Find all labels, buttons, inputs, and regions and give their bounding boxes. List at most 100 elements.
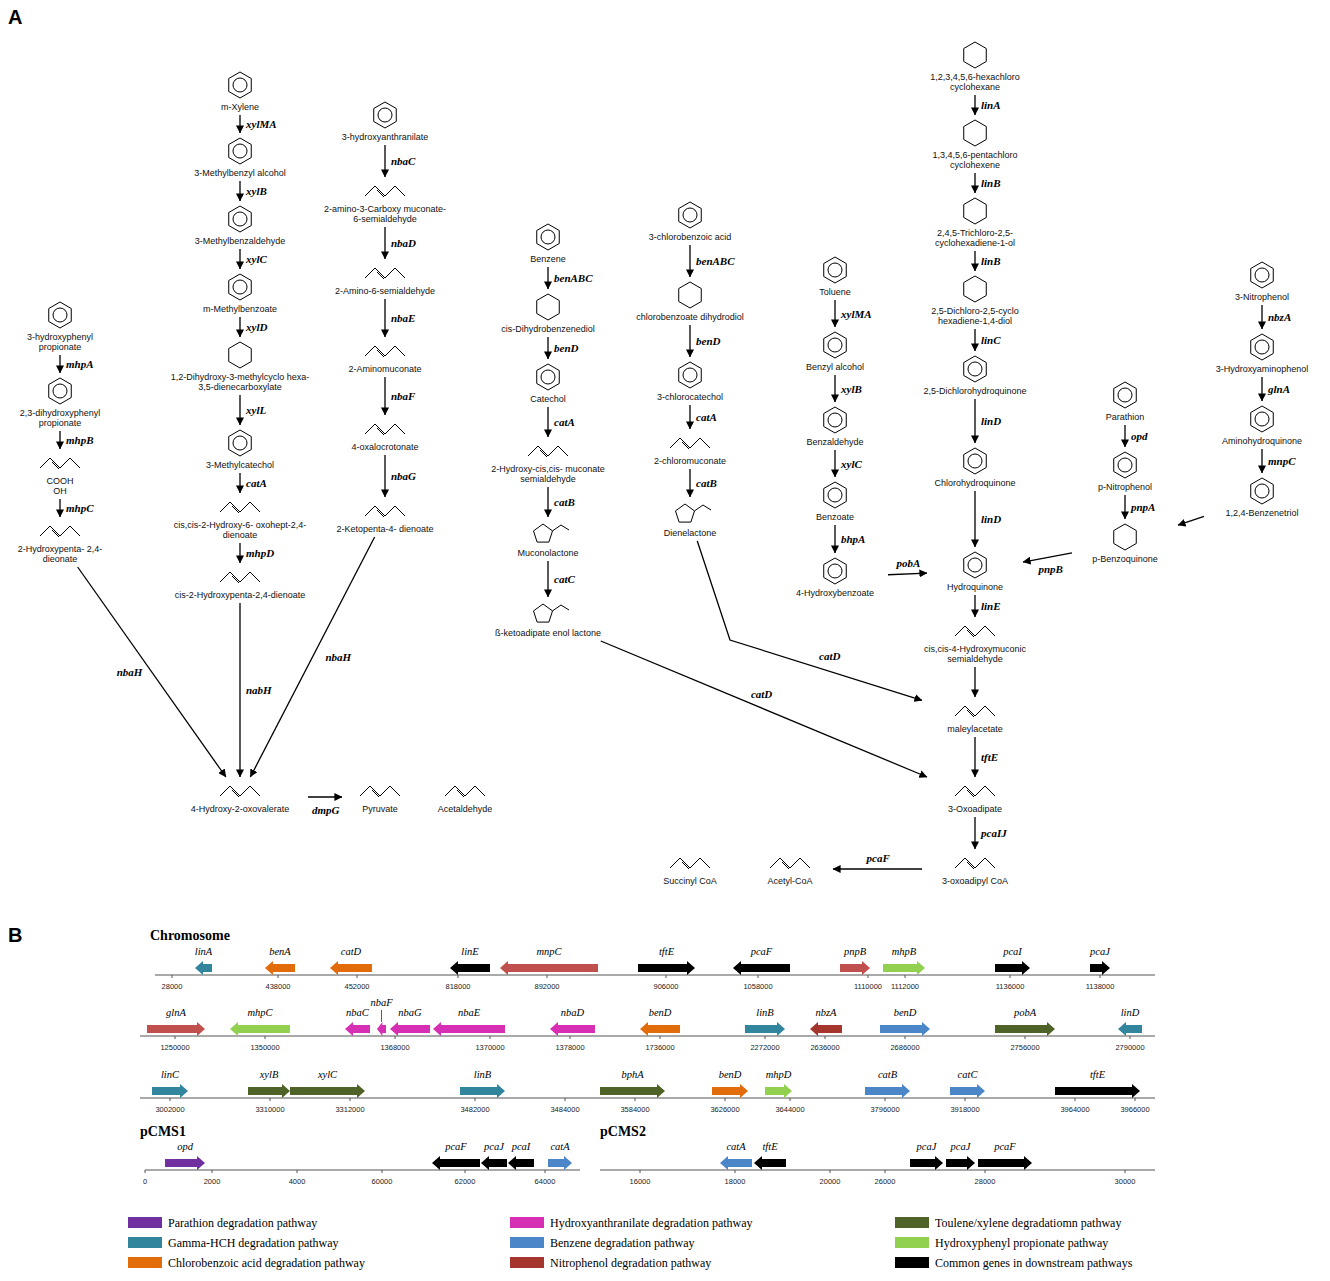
tick-mark (270, 1098, 271, 1101)
gene-label: xylB (259, 1069, 280, 1081)
gene-label: nbaH (116, 666, 144, 678)
gene-label: nbaF (369, 997, 393, 1009)
gene-label: benD (553, 342, 579, 354)
compound-node: 2,5-Dichloro-2,5-cyclo hexadiene-1,4-dio… (910, 274, 1040, 326)
gene-arrow (265, 961, 295, 975)
compound-node: Benzaldehyde (785, 405, 885, 447)
gene-label: opd (1130, 430, 1149, 442)
tick-mark (905, 1036, 906, 1039)
compound-name: 2-Ketopenta-4- dienoate (320, 524, 450, 534)
compound-node: COOHOH (10, 452, 110, 496)
gene-label: mhpA (65, 358, 95, 370)
compound-name: 2-Aminomuconate (320, 364, 450, 374)
position-tick: 892000 (534, 982, 559, 991)
sequence-axis (155, 974, 1155, 975)
compound-node: 2,4,5-Trichloro-2,5- cyclohexadiene-1-ol (910, 196, 1040, 248)
compound-node: 2-amino-3-Carboxy muconate-6-semialdehyd… (320, 180, 450, 224)
gene-label: bhpA (840, 533, 866, 545)
gene-label: xylL (245, 404, 267, 416)
gene-label: pcaI (1002, 946, 1023, 958)
track-name: pCMS2 (600, 1124, 646, 1140)
compound-node: cis,cis-4-Hydroxymuconic semialdehyde (915, 620, 1035, 664)
gene-label: mnpC (535, 946, 562, 958)
structure-icon (217, 428, 263, 458)
gene-arrow (638, 961, 695, 975)
structure-icon (362, 418, 408, 440)
structure-icon (217, 496, 263, 518)
sequence-axis (145, 1169, 580, 1170)
gene-label: linB (980, 177, 1002, 189)
gene-arrow (880, 1022, 930, 1036)
reaction-arrow (697, 541, 922, 700)
compound-node: Parathion (1075, 380, 1175, 422)
compound-name: 1,3,4,5,6-pentachloro cyclohexene (910, 150, 1040, 170)
gene-label: nbaE (457, 1007, 481, 1019)
structure-icon (217, 136, 263, 166)
gene-label: benABC (695, 255, 736, 267)
gene-arrow (910, 1156, 943, 1170)
gene-arrow (460, 1084, 505, 1098)
compound-name: cis-Dihydrobenzenediol (488, 324, 608, 334)
tick-mark (265, 1036, 266, 1039)
compound-name: 3-Hydroxyaminophenol (1207, 364, 1317, 374)
tick-mark (868, 975, 869, 978)
position-tick: 3644000 (775, 1105, 804, 1114)
legend-text: Chlorobenzoic acid degradation pathway (168, 1256, 365, 1270)
position-tick: 1136000 (996, 982, 1025, 991)
position-tick: 818000 (445, 982, 470, 991)
gene-label: pcaIJ (980, 827, 1008, 839)
position-tick: 26000 (875, 1177, 896, 1186)
tick-mark (985, 1170, 986, 1173)
position-tick: 2000 (204, 1177, 221, 1186)
gene-label: pnpA (1130, 501, 1156, 513)
compound-name: cis,cis-4-Hydroxymuconic semialdehyde (915, 644, 1035, 664)
position-tick: 452000 (344, 982, 369, 991)
compound-name: 1,2,4-Benzenetriol (1207, 508, 1317, 518)
gene-label: bphA (620, 1069, 644, 1081)
compound-name: Acetyl-CoA (750, 876, 830, 886)
position-tick: 3482000 (460, 1105, 489, 1114)
compound-node: Dienelactone (630, 500, 750, 538)
legend-text: Common genes in downstream pathways (935, 1256, 1132, 1270)
reaction-arrow (974, 95, 975, 115)
gene-label: linB (473, 1069, 493, 1081)
compound-name: Benzoate (785, 512, 885, 522)
legend-swatch (895, 1237, 929, 1248)
compound-node: 3-hydroxyanthranilate (320, 100, 450, 142)
gene-label: catD (818, 650, 841, 662)
gene-arrow (640, 1022, 680, 1036)
reaction-arrow (239, 395, 240, 425)
gene-label: pcaJ (1089, 946, 1111, 958)
position-tick: 1370000 (475, 1043, 504, 1052)
gene-arrow (152, 1084, 188, 1098)
reaction-arrow (239, 603, 240, 777)
structure-icon (362, 340, 408, 362)
structure-icon (952, 274, 998, 304)
structure-icon (952, 196, 998, 226)
gene-label: nabH (245, 684, 273, 696)
reaction-arrow (689, 469, 690, 497)
reaction-arrow (384, 227, 385, 259)
tick-mark (570, 1036, 571, 1039)
position-tick: 3310000 (255, 1105, 284, 1114)
compound-name: 3-hydroxyphenyl propionate (10, 332, 110, 352)
gene-label: benD (648, 1007, 673, 1019)
compound-node: 3-Hydroxyaminophenol (1207, 332, 1317, 374)
structure-icon (952, 620, 998, 642)
compound-node: Acetaldehyde (425, 780, 505, 814)
reaction-arrow (974, 173, 975, 193)
position-tick: 3918000 (950, 1105, 979, 1114)
compound-node: Succinyl CoA (650, 852, 730, 886)
compound-name: Parathion (1075, 412, 1175, 422)
gene-label: benD (695, 335, 721, 347)
gene-arrow (754, 1156, 786, 1170)
compound-name: 3-chlorocatechol (630, 392, 750, 402)
gene-label: catA (245, 477, 268, 489)
tick-mark (635, 1098, 636, 1101)
compound-node: 3-Methylcatechol (170, 428, 310, 470)
gene-arrow (840, 961, 870, 975)
gene-arrow (1090, 961, 1110, 975)
compound-node: 2-Ketopenta-4- dienoate (320, 500, 450, 534)
compound-name: 3-Oxoadipate (925, 804, 1025, 814)
compound-name: Acetaldehyde (425, 804, 505, 814)
